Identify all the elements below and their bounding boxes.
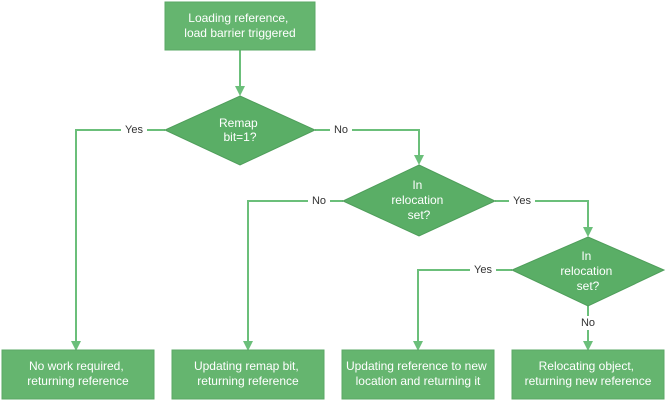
node-update-remap-text: Updating remap bit, returning reference bbox=[194, 359, 302, 388]
node-relocating-text: Relocating object, returning new referen… bbox=[525, 359, 652, 388]
node-no-work-text: No work required, returning reference bbox=[27, 359, 129, 388]
edge-reloc2-yes bbox=[413, 269, 512, 351]
node-update-reference-text: Updating reference to new location and r… bbox=[346, 359, 490, 388]
decision-remap-text: Remap bit=1? bbox=[219, 116, 261, 144]
node-start: Loading reference, load barrier triggere… bbox=[164, 1, 316, 51]
decision-relocation-2-text: In relocation set? bbox=[560, 249, 615, 293]
label-reloc1-no: No bbox=[312, 195, 326, 207]
label-remap-yes: Yes bbox=[125, 124, 143, 136]
label-reloc1-yes: Yes bbox=[513, 195, 531, 207]
edge-reloc1-no bbox=[243, 200, 343, 351]
decision-relocation-2: In relocation set? bbox=[510, 236, 666, 307]
label-remap-no: No bbox=[334, 124, 348, 136]
label-reloc2-no: No bbox=[581, 317, 595, 329]
node-no-work: No work required, returning reference bbox=[1, 349, 155, 400]
edge-reloc1-yes bbox=[495, 200, 593, 237]
node-relocating: Relocating object, returning new referen… bbox=[511, 349, 665, 400]
label-reloc2-yes: Yes bbox=[474, 264, 492, 276]
node-update-remap: Updating remap bit, returning reference bbox=[171, 349, 325, 400]
edge-labels: Yes No No Yes Yes No bbox=[121, 123, 599, 330]
node-update-reference: Updating reference to new location and r… bbox=[341, 349, 495, 400]
decision-remap: Remap bit=1? bbox=[163, 95, 317, 166]
decision-relocation-1-text: In relocation set? bbox=[391, 178, 446, 222]
decision-relocation-1: In relocation set? bbox=[341, 164, 497, 237]
edge-remap-yes bbox=[71, 129, 165, 351]
node-start-text: Loading reference, load barrier triggere… bbox=[184, 11, 295, 40]
